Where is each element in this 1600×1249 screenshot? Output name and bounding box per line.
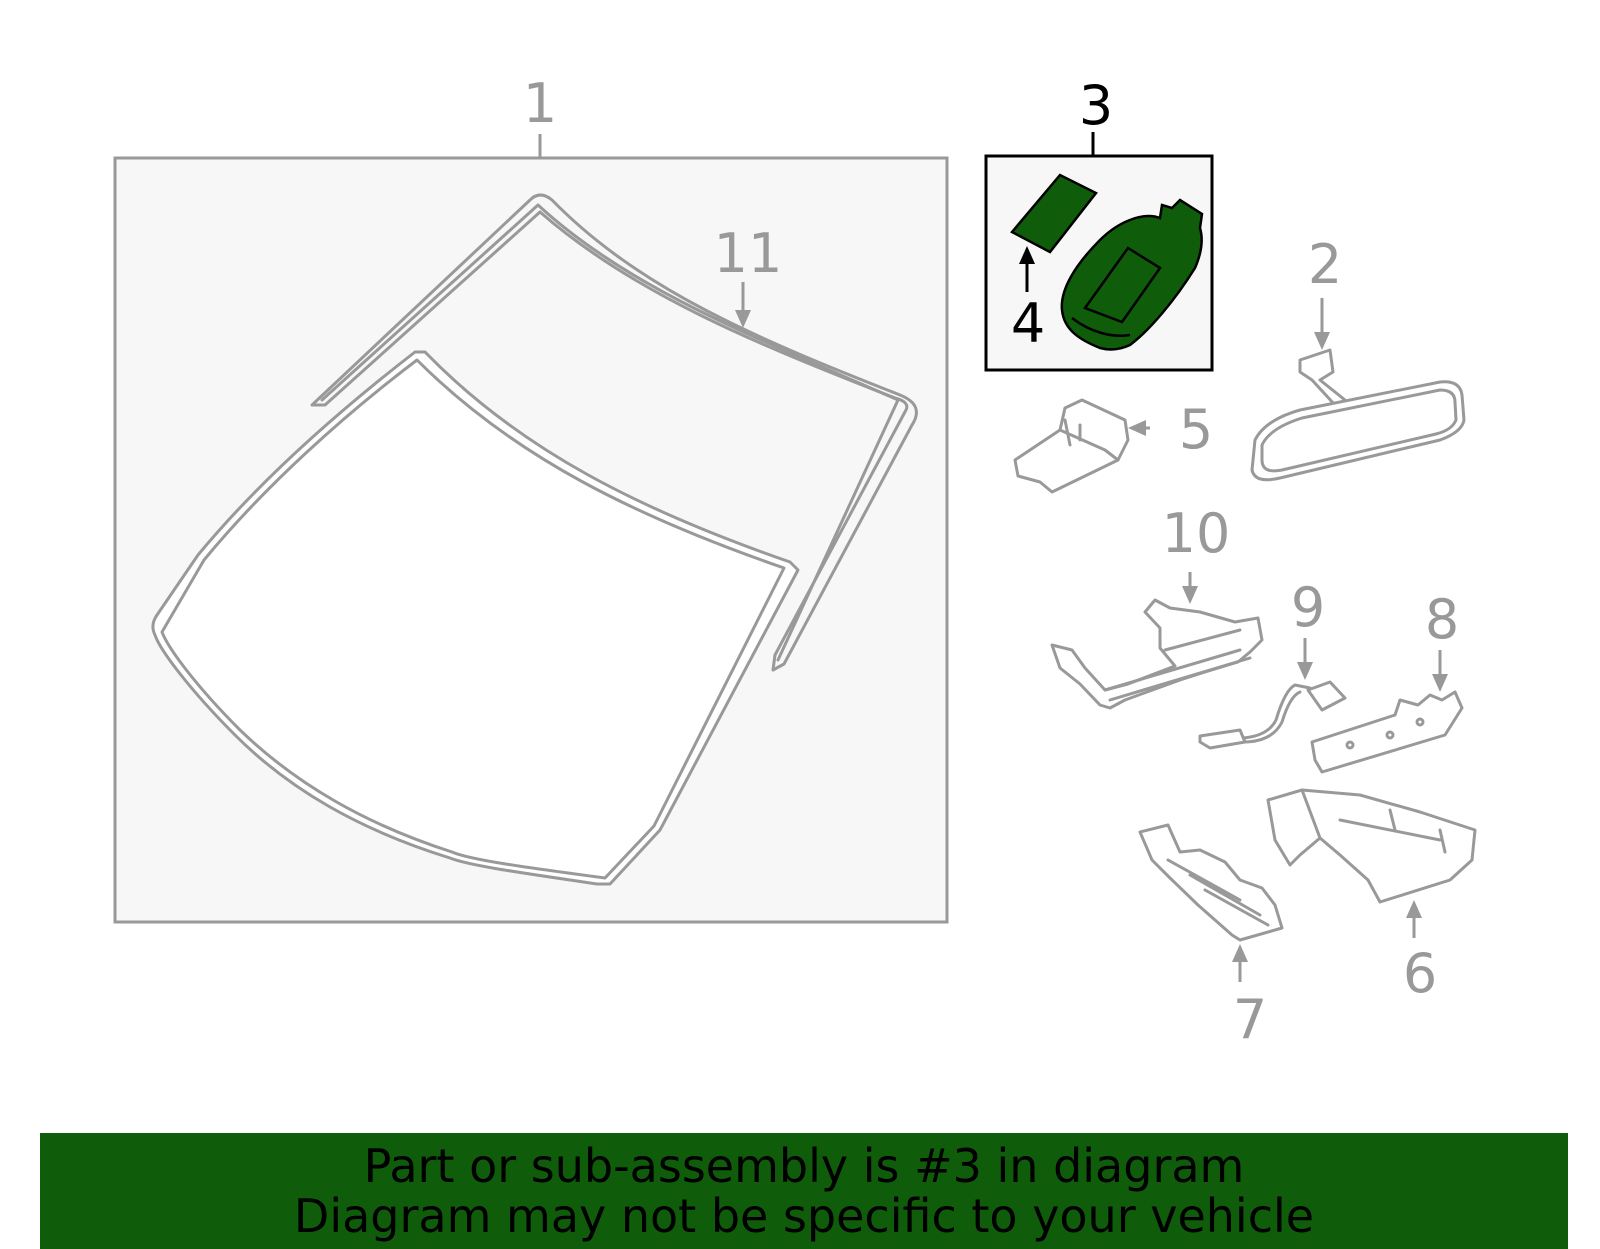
banner-line-2: Diagram may not be specific to your vehi… xyxy=(293,1189,1315,1243)
windshield-glass xyxy=(151,350,800,886)
sensor-bracket xyxy=(1013,398,1130,494)
callout-6: 6 xyxy=(1403,942,1437,1005)
sensor-gel-pad xyxy=(1010,173,1098,254)
bracket-8-hole-b xyxy=(1385,730,1395,740)
callout-9: 9 xyxy=(1291,576,1325,639)
bracket-8-hole-a xyxy=(1345,740,1355,750)
cover-7-group: 7 xyxy=(1138,823,1284,1051)
callout-5: 5 xyxy=(1179,398,1213,461)
disclaimer-banner: Part or sub-assembly is #3 in diagram Di… xyxy=(40,1133,1568,1249)
mirror-glass-edge xyxy=(1260,388,1458,473)
harness-connector-b xyxy=(1306,680,1347,712)
sensor-bracket-detail xyxy=(1058,418,1120,462)
callout-11: 11 xyxy=(714,222,783,285)
arrow-5 xyxy=(1128,420,1146,436)
bracket-10-group: 10 xyxy=(1050,502,1264,710)
arrow-8 xyxy=(1432,674,1448,692)
callout-4: 4 xyxy=(1011,292,1045,355)
arrow-6 xyxy=(1406,900,1422,918)
mirror-mount xyxy=(1298,348,1347,407)
callout-3: 3 xyxy=(1079,74,1113,137)
rearview-mirror-group: 2 xyxy=(1250,233,1466,482)
arrow-4 xyxy=(1019,246,1035,264)
rain-sensor-lens xyxy=(1083,246,1162,324)
arrow-2 xyxy=(1314,332,1330,350)
arrow-10 xyxy=(1182,586,1198,604)
rain-sensor-group: 3 4 xyxy=(984,74,1214,372)
rain-sensor-rim xyxy=(1071,317,1131,337)
callout-8: 8 xyxy=(1425,588,1459,651)
mirror-housing xyxy=(1250,380,1466,482)
windshield-molding xyxy=(310,193,918,672)
windshield-assembly-group: 1 11 xyxy=(113,72,949,924)
callout-7: 7 xyxy=(1233,988,1267,1051)
arrow-9 xyxy=(1297,662,1313,680)
harness-9-group: 9 xyxy=(1198,576,1347,750)
windshield-glass-inner xyxy=(160,358,786,880)
sensor-bracket-group: 5 xyxy=(1013,398,1213,494)
bracket-8-group: 8 xyxy=(1310,588,1464,774)
arrow-7 xyxy=(1232,944,1248,962)
wire-harness-2 xyxy=(1241,690,1302,744)
cover-6 xyxy=(1266,788,1477,904)
arrow-11 xyxy=(735,310,751,328)
callout-1: 1 xyxy=(523,72,557,135)
windshield-molding-inner xyxy=(320,203,900,662)
cover-6-detail xyxy=(1300,788,1447,854)
banner-line-1: Part or sub-assembly is #3 in diagram xyxy=(363,1139,1245,1193)
harness-connector-a xyxy=(1198,728,1247,750)
bracket-10-detail xyxy=(1103,628,1252,702)
wire-harness xyxy=(1241,683,1312,740)
callout-2: 2 xyxy=(1308,233,1342,296)
cover-6-group: 6 xyxy=(1266,788,1477,1005)
cover-7-detail xyxy=(1166,858,1270,927)
bracket-8-hole-c xyxy=(1415,717,1425,727)
callout-10: 10 xyxy=(1162,502,1231,565)
